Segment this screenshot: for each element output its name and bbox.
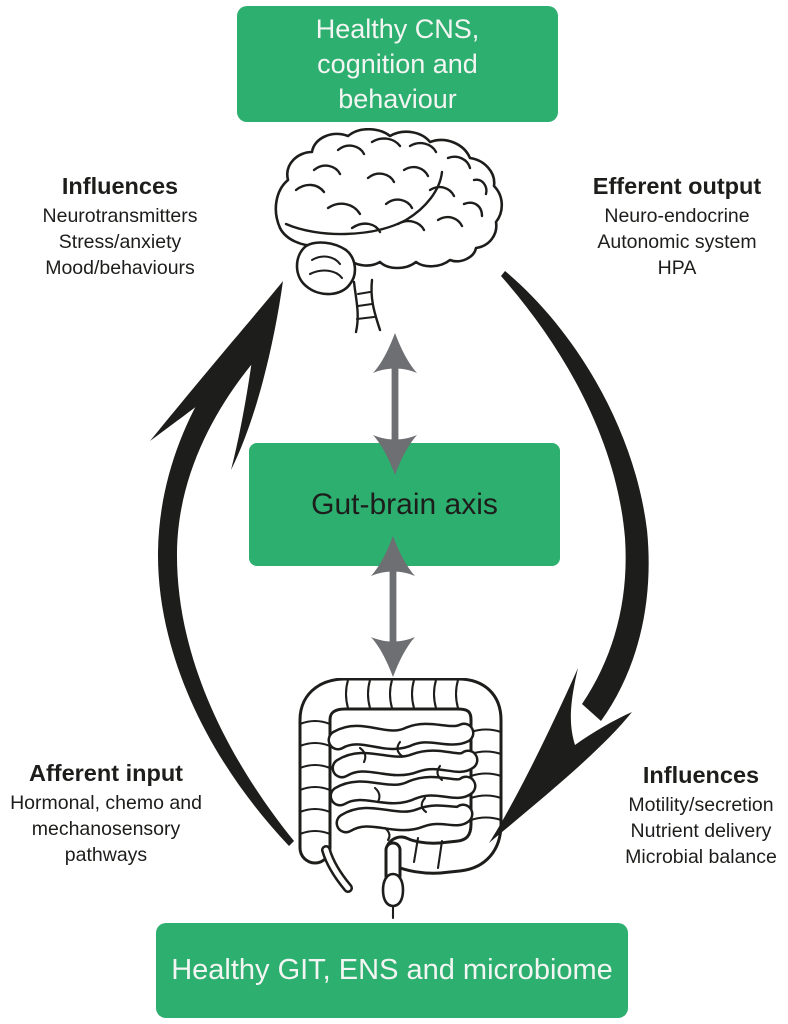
afferent-input-title: Afferent input [28, 760, 184, 786]
healthy-cns-box-label: Healthy CNS, cognition and behaviour [315, 13, 480, 114]
gut-brain-axis-box: Gut-brain axis [249, 443, 560, 566]
healthy-cns-box: Healthy CNS, cognition and behaviour [237, 6, 558, 122]
brain-icon [274, 128, 504, 334]
efferent-output-line: HPA [657, 257, 697, 279]
gut-brain-axis-box-label: Gut-brain axis [311, 487, 498, 521]
afferent-input-line: Hormonal, chemo and [10, 792, 202, 814]
cns-influences-line: Mood/behaviours [45, 257, 195, 279]
gut-influences-label: Influences Motility/secretion Nutrient d… [612, 760, 788, 870]
cns-influences-label: Influences Neurotransmitters Stress/anxi… [20, 171, 220, 281]
efferent-output-line: Autonomic system [597, 231, 757, 253]
gut-influences-line: Microbial balance [625, 846, 777, 868]
cns-influences-line: Neurotransmitters [42, 205, 198, 227]
efferent-output-title: Efferent output [592, 173, 762, 199]
afferent-input-label: Afferent input Hormonal, chemo and mecha… [0, 758, 212, 868]
gut-influences-line: Motility/secretion [628, 794, 774, 816]
intestines-icon [298, 678, 503, 920]
cns-influences-title: Influences [61, 173, 179, 199]
gut-influences-title: Influences [642, 762, 760, 788]
efferent-output-line: Neuro-endocrine [604, 205, 750, 227]
efferent-output-label: Efferent output Neuro-endocrine Autonomi… [566, 171, 788, 281]
healthy-git-box-label: Healthy GIT, ENS and microbiome [171, 954, 613, 986]
afferent-input-line: mechanosensory [31, 818, 181, 840]
healthy-git-box: Healthy GIT, ENS and microbiome [156, 923, 628, 1018]
cns-influences-line: Stress/anxiety [58, 231, 182, 253]
gut-influences-line: Nutrient delivery [630, 820, 772, 842]
afferent-input-line: pathways [64, 844, 148, 866]
